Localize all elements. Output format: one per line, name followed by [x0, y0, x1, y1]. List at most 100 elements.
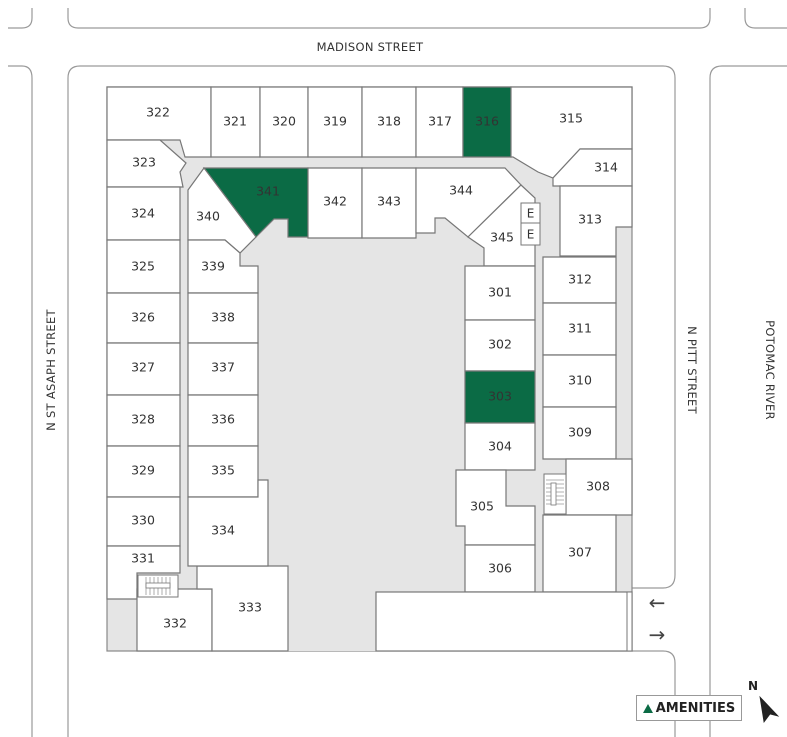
unit-308[interactable]: 308 [565, 458, 633, 516]
unit-331[interactable]: 331 [106, 545, 181, 600]
unit-304[interactable]: 304 [464, 422, 536, 471]
river-label-potomac: POTOMAC RIVER [763, 320, 777, 420]
unit-303[interactable]: 303 [464, 370, 536, 424]
unit-label: 304 [488, 439, 512, 454]
unit-label: 327 [131, 360, 155, 375]
unit-317[interactable]: 317 [415, 86, 464, 158]
unit-329[interactable]: 329 [106, 445, 181, 498]
unit-341[interactable]: 341 [202, 167, 309, 238]
unit-313[interactable]: 313 [559, 185, 633, 257]
unit-label: 334 [211, 523, 235, 538]
unit-label: 328 [131, 412, 155, 427]
unit-335[interactable]: 335 [187, 445, 259, 498]
elevator-1: E [520, 202, 541, 224]
unit-label: 303 [488, 389, 512, 404]
unit-332[interactable]: 332 [136, 588, 213, 652]
unit-label: 319 [323, 114, 347, 129]
unit-label: 337 [211, 360, 235, 375]
svg-text:E: E [527, 207, 535, 221]
unit-340[interactable]: 340 [187, 166, 257, 254]
unit-label: 301 [488, 285, 512, 300]
stairs-icon [137, 574, 179, 598]
unit-343[interactable]: 343 [361, 167, 417, 239]
unit-label: 315 [559, 111, 583, 126]
stairs-icon [543, 473, 567, 515]
unit-310[interactable]: 310 [542, 354, 617, 408]
unit-label: 317 [428, 114, 452, 129]
street-lines [8, 8, 787, 737]
unit-label: 316 [475, 114, 499, 129]
unit-334[interactable]: 334 [187, 479, 269, 567]
unit-label: 306 [488, 561, 512, 576]
unit-342[interactable]: 342 [307, 167, 363, 239]
unit-label: 344 [449, 183, 473, 198]
unit-344[interactable]: 344 [415, 167, 522, 238]
unit-label: 314 [594, 160, 618, 175]
unit-label: 329 [131, 463, 155, 478]
unit-label: 336 [211, 412, 235, 427]
unit-label: 330 [131, 513, 155, 528]
arrow-left-icon: ← [649, 591, 666, 615]
unit-label: 332 [163, 616, 187, 631]
street-label-madison: MADISON STREET [317, 40, 424, 54]
compass-arrow-icon [759, 695, 780, 723]
unit-338[interactable]: 338 [187, 292, 259, 344]
unit-336[interactable]: 336 [187, 394, 259, 447]
unit-325[interactable]: 325 [106, 239, 181, 294]
unit-327[interactable]: 327 [106, 342, 181, 396]
elevator-2: E [520, 222, 541, 246]
svg-text:E: E [527, 228, 535, 242]
unit-301[interactable]: 301 [464, 265, 536, 321]
unit-label: 326 [131, 310, 155, 325]
unit-label: 342 [323, 194, 347, 209]
unit-label: 333 [238, 600, 262, 615]
unit-label: 339 [201, 259, 225, 274]
unit-label: 325 [131, 259, 155, 274]
unit-328[interactable]: 328 [106, 394, 181, 447]
unit-307[interactable]: 307 [542, 514, 617, 593]
unit-306[interactable]: 306 [464, 544, 536, 593]
unit-309[interactable]: 309 [542, 406, 617, 460]
unit-label: 312 [568, 272, 592, 287]
unit-label: 341 [256, 184, 280, 199]
unit-label: 320 [272, 114, 296, 129]
unit-320[interactable]: 320 [259, 86, 309, 158]
street-label-st-asaph: N ST ASAPH STREET [44, 308, 58, 430]
unit-302[interactable]: 302 [464, 319, 536, 372]
unit-311[interactable]: 311 [542, 302, 617, 356]
unit-label: 310 [568, 373, 592, 388]
arrow-right-icon: → [649, 623, 666, 647]
amenities-label: AMENITIES [655, 700, 736, 716]
unit-333[interactable]: 333 [196, 565, 289, 652]
unit-label: 345 [490, 230, 514, 245]
street-label-pitt: N PITT STREET [685, 326, 699, 415]
garage-gate [626, 591, 633, 652]
unit-label: 311 [568, 321, 592, 336]
unit-label: 343 [377, 194, 401, 209]
unit-326[interactable]: 326 [106, 292, 181, 344]
unit-label: 305 [470, 499, 494, 514]
unit-label: 313 [578, 212, 602, 227]
unit-318[interactable]: 318 [361, 86, 417, 158]
garage-entrance-area [375, 591, 633, 652]
unit-319[interactable]: 319 [307, 86, 363, 158]
unit-label: 318 [377, 114, 401, 129]
unit-label: 340 [196, 209, 220, 224]
unit-label: 335 [211, 463, 235, 478]
unit-330[interactable]: 330 [106, 496, 181, 547]
amenities-button[interactable]: AMENITIES [636, 695, 742, 721]
unit-label: 309 [568, 425, 592, 440]
unit-label: 307 [568, 545, 592, 560]
unit-324[interactable]: 324 [106, 186, 181, 241]
unit-label: 302 [488, 337, 512, 352]
amenities-triangle-icon [642, 703, 653, 713]
courtyard [258, 237, 465, 651]
unit-316[interactable]: 316 [462, 86, 512, 158]
unit-312[interactable]: 312 [542, 256, 617, 304]
unit-337[interactable]: 337 [187, 342, 259, 396]
unit-321[interactable]: 321 [210, 86, 261, 158]
unit-label: 308 [586, 479, 610, 494]
unit-label: 323 [132, 155, 156, 170]
